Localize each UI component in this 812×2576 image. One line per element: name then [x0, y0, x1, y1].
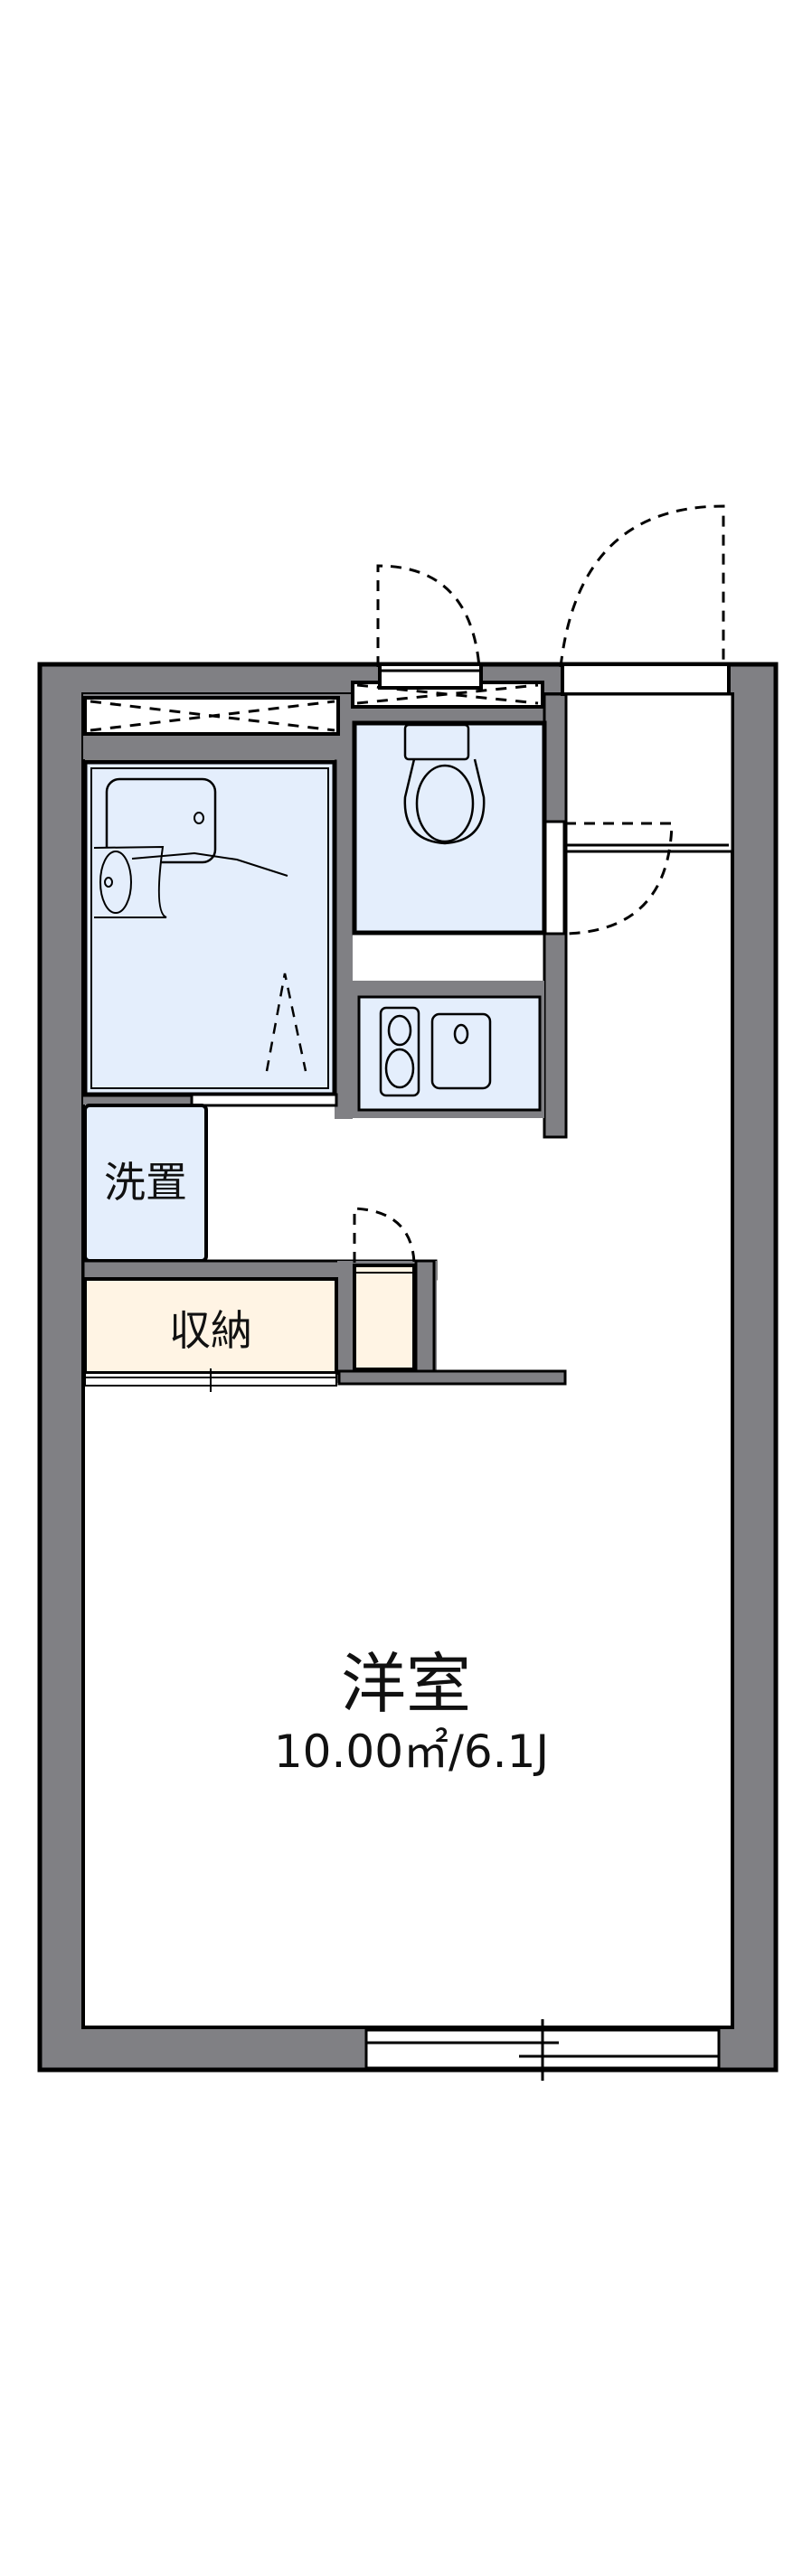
- entrance-door: [559, 504, 734, 853]
- storage-area: 収納: [81, 1207, 567, 1392]
- top-door-small: [376, 564, 483, 690]
- storage-label: 収納: [169, 1306, 252, 1355]
- toilet-room: [352, 720, 547, 935]
- washer-label: 洗置: [104, 1158, 187, 1207]
- main-room-label: 洋室: [341, 1646, 471, 1722]
- bottom-window: [364, 2019, 721, 2081]
- main-room-area: 10.00㎡/6.1J: [274, 1725, 549, 1778]
- kitchen: [353, 992, 544, 1118]
- shelf-strip-left: [83, 696, 340, 736]
- unit-bath: [82, 759, 338, 1107]
- washer-space: 洗置: [83, 1104, 208, 1263]
- main-room: 洋室 10.00㎡/6.1J: [274, 1646, 549, 1778]
- toilet-door: [543, 820, 674, 935]
